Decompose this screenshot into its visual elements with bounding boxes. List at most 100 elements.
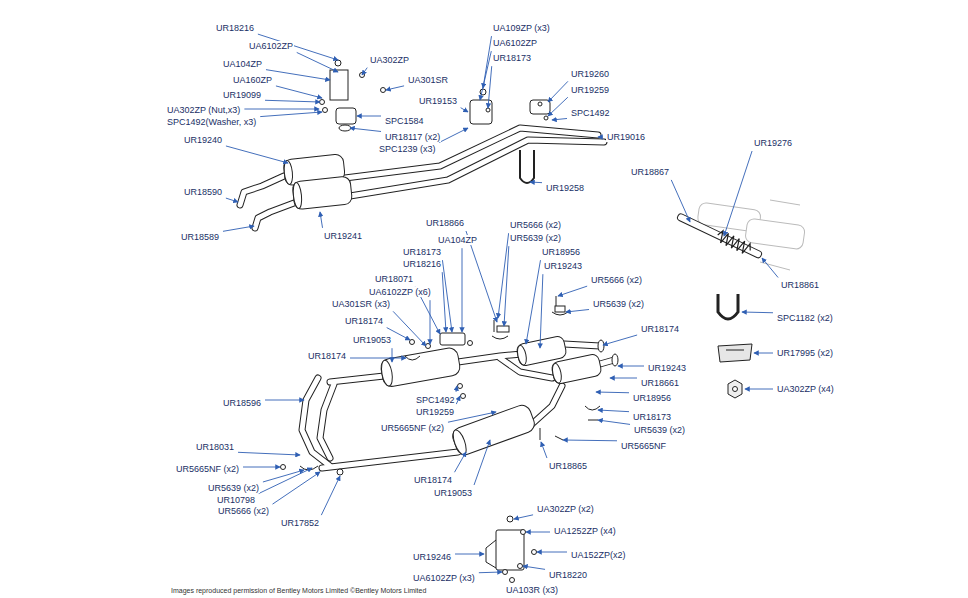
leader-line bbox=[430, 300, 431, 344]
leader-line bbox=[724, 151, 752, 236]
drawing-part bbox=[450, 403, 537, 457]
part-number: UA104ZP bbox=[222, 59, 263, 69]
part-number: UR19016 bbox=[606, 132, 646, 142]
part-number: UA302ZP (x4) bbox=[776, 384, 835, 394]
leader-line bbox=[265, 100, 320, 102]
drawing-part bbox=[551, 353, 603, 384]
part-number: UR18173 bbox=[492, 53, 532, 63]
drawing-part bbox=[320, 100, 325, 105]
part-number: UA6102ZP (x3) bbox=[412, 573, 476, 583]
leader-line bbox=[541, 442, 547, 458]
part-number: UR18861 bbox=[780, 280, 820, 290]
drawing-part bbox=[486, 540, 496, 568]
leader-line bbox=[461, 108, 468, 112]
part-number: UR19243 bbox=[647, 363, 687, 373]
leader-line bbox=[442, 260, 452, 332]
part-number: UR18867 bbox=[630, 167, 670, 177]
leader-line bbox=[320, 212, 323, 228]
part-number: UA109ZP (x3) bbox=[492, 23, 551, 33]
leader-line bbox=[238, 452, 300, 455]
drawing-part bbox=[381, 88, 386, 93]
part-number: UR18590 bbox=[183, 187, 223, 197]
leader-line bbox=[243, 467, 280, 468]
part-number: UR17995 (x2) bbox=[776, 348, 834, 358]
drawing-part bbox=[715, 230, 753, 256]
part-number: UR18956 bbox=[541, 247, 581, 257]
drawing-part bbox=[532, 550, 537, 555]
drawing-part bbox=[380, 347, 462, 388]
drawing-part bbox=[496, 530, 524, 570]
part-number: UR19243 bbox=[543, 261, 583, 271]
part-number: UR19153 bbox=[418, 96, 458, 106]
part-number: UR5665NF (x2) bbox=[175, 464, 240, 474]
leader-line bbox=[526, 532, 550, 533]
part-number: SPC1182 (x2) bbox=[776, 313, 834, 323]
drawing-part bbox=[405, 356, 420, 360]
drawing-part bbox=[530, 100, 550, 114]
leader-line bbox=[350, 128, 381, 131]
part-number: SPC1492(Washer, x3) bbox=[166, 117, 257, 127]
part-number: UR5639 (x2) bbox=[207, 483, 260, 493]
drawing-part bbox=[544, 116, 548, 120]
part-number: UR18173 bbox=[402, 247, 442, 257]
part-number: UR10798 bbox=[216, 495, 256, 505]
leader-line bbox=[762, 258, 778, 278]
part-number: UR18117 (x2) bbox=[384, 132, 441, 142]
leader-line bbox=[462, 248, 463, 332]
part-number: UR5666 (x2) bbox=[217, 506, 270, 516]
part-number: UA160ZP bbox=[232, 75, 273, 85]
part-number: UA1252ZP (x4) bbox=[553, 526, 617, 536]
hangers-brackets bbox=[281, 60, 601, 475]
part-number: UR18173 bbox=[632, 412, 672, 422]
leader-line bbox=[603, 335, 637, 345]
leader-line bbox=[479, 572, 502, 574]
leader-line bbox=[350, 358, 406, 359]
drawing-part bbox=[585, 406, 600, 420]
leader-line bbox=[263, 470, 304, 482]
leader-line bbox=[618, 366, 644, 367]
leader-line bbox=[598, 410, 629, 412]
drawing-part bbox=[337, 469, 343, 475]
part-number: UR18956 bbox=[632, 393, 672, 403]
copyright-note: Images reproduced permission of Bentley … bbox=[170, 587, 427, 595]
part-number: UR19099 bbox=[222, 90, 262, 100]
part-number: UA6102ZP bbox=[248, 41, 294, 51]
part-number: SPC1492 bbox=[415, 395, 456, 405]
drawing-part bbox=[598, 340, 604, 352]
leader-line bbox=[504, 246, 509, 326]
drawing-part bbox=[468, 341, 473, 346]
drawing-part bbox=[380, 359, 394, 386]
part-number: UA152ZP(x2) bbox=[570, 550, 627, 560]
part-number: UR18174 bbox=[307, 351, 347, 361]
drawing-part bbox=[292, 182, 303, 209]
part-number: UR18071 bbox=[374, 274, 414, 284]
drawing-part bbox=[538, 102, 542, 106]
silencers bbox=[283, 154, 618, 457]
part-number: SPC1584 bbox=[384, 116, 425, 126]
leader-line bbox=[537, 552, 567, 553]
part-number: UR18596 bbox=[222, 398, 262, 408]
part-number: UR18589 bbox=[180, 232, 220, 242]
part-number: UR18661 bbox=[640, 378, 680, 388]
drawing-part bbox=[497, 326, 509, 332]
part-number: UA301SR (x3) bbox=[331, 299, 391, 309]
part-number: UR18174 bbox=[640, 324, 680, 334]
drawing-part bbox=[551, 363, 563, 384]
part-number: UR18031 bbox=[195, 442, 235, 452]
drawing-part bbox=[292, 176, 353, 210]
leader-line bbox=[596, 392, 629, 394]
drawing-part bbox=[281, 465, 286, 470]
leader-line bbox=[273, 472, 320, 504]
part-number: UR5666 (x2) bbox=[509, 220, 562, 230]
leader-line bbox=[488, 66, 492, 108]
drawing-part bbox=[540, 428, 563, 440]
part-number: UA301SR bbox=[407, 75, 449, 85]
leader-line bbox=[523, 566, 545, 569]
part-number: UR19053 bbox=[433, 488, 473, 498]
leader-line bbox=[563, 440, 617, 442]
leader-line bbox=[745, 389, 773, 390]
drawing-part bbox=[552, 296, 568, 315]
